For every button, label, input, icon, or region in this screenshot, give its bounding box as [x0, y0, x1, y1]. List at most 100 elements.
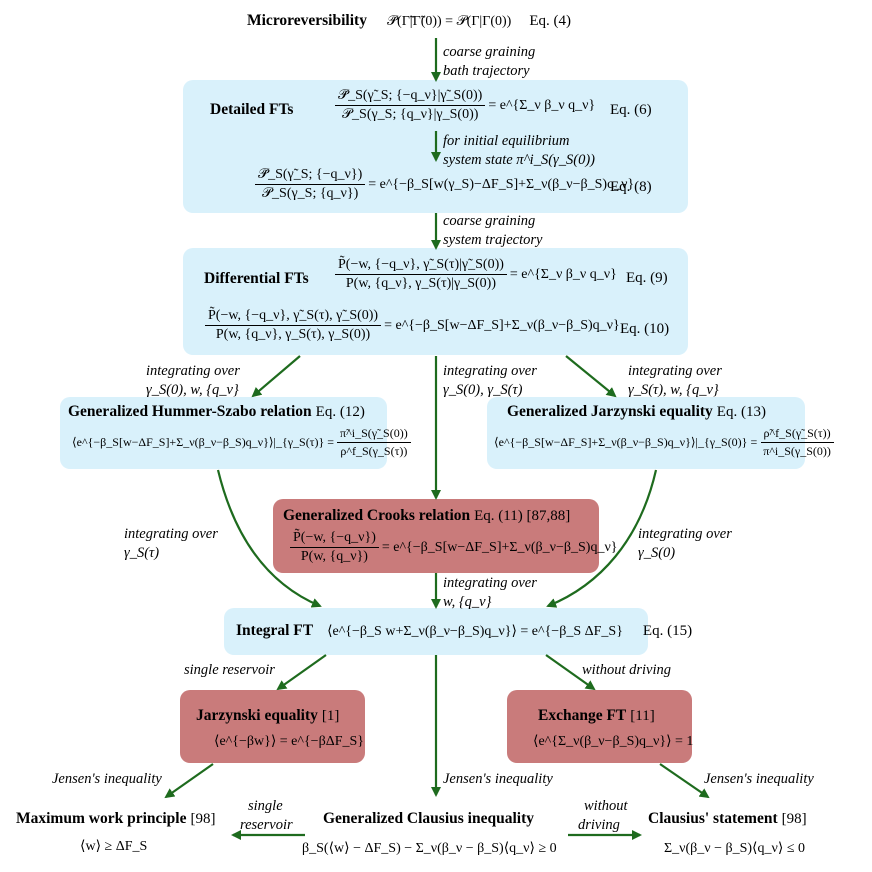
eq8: 𝒫̃_S(γ̃_S; {−q_ν}) 𝒫_S(γ_S; {q_ν}) = e^{… [255, 167, 637, 202]
eq6-fraction: 𝒫̃_S(γ̃_S; {−q_ν}|γ̃_S(0)) 𝒫_S(γ_S; {q_ν… [335, 88, 486, 123]
eq15-math: ⟨e^{−β_S w+Σ_ν(β_ν−β_S)q_ν}⟩ = e^{−β_S Δ… [327, 624, 623, 639]
edge-bottom-without-line2: driving [578, 817, 620, 833]
arrow-jarzgen-to-integral [546, 469, 658, 608]
edge-coarse-bath-line1: coarse graining [443, 44, 536, 60]
eq10-denominator: P(w, {q_ν}, γ_S(τ), γ_S(0)) [215, 327, 371, 342]
eq12-denominator: ρ^f_S(γ_S(τ)) [340, 444, 408, 458]
eq15-ref: Eq. (15) [642, 623, 693, 639]
jarzynski-math: ⟨e^{−βw}⟩ = e^{−βΔF_S} [214, 734, 364, 749]
jensen-mid: Jensen's inequality [443, 771, 553, 787]
arrow-integral-to-jarzynski [276, 654, 327, 691]
eq9-ref: Eq. (9) [626, 270, 668, 286]
eq11-numerator: P̃(−w, {−q_ν}) [290, 530, 379, 548]
eq11-fraction: P̃(−w, {−q_ν}) P(w, {q_ν}) [290, 530, 379, 565]
eq4-ref: Eq. (4) [529, 13, 571, 29]
clausius-gen-math: β_S(⟨w⟩ − ΔF_S) − Σ_ν(β_ν − β_S)⟨q_ν⟩ ≥ … [302, 841, 557, 856]
clausius-gen-title: Generalized Clausius inequality [323, 810, 534, 827]
microreversibility-math: 𝒫̃(Γ̃|Γ̃(0)) = 𝒫(Γ|Γ(0)) [386, 14, 512, 29]
eq8-denominator: 𝒫_S(γ_S; {q_ν}) [261, 186, 359, 201]
microreversibility-title: Microreversibility [247, 12, 367, 29]
crooks-title: Generalized Crooks relation [283, 507, 471, 524]
eq11: P̃(−w, {−q_ν}) P(w, {q_ν}) = e^{−β_S[w−Δ… [290, 530, 621, 565]
generalized-jarzynski-title: Generalized Jarzynski equality [507, 403, 713, 420]
edge-bottom-single-reservoir: single reservoir [240, 797, 293, 835]
eq12: ⟨e^{−β_S[w−ΔF_S]+Σ_ν(β_ν−β_S)q_ν}⟩|_{γ_S… [72, 426, 414, 459]
edge-mid-line1: integrating over [443, 363, 537, 379]
eq9: P̃(−w, {−q_ν}, γ̃_S(τ)|γ̃_S(0)) P(w, {q_… [335, 257, 620, 292]
edge-initial-equilibrium: for initial equilibrium system state π^i… [443, 132, 595, 170]
edge-coarse-system: coarse graining system trajectory [443, 212, 542, 250]
edge-crooks-line2: w, {q_ν} [443, 594, 492, 610]
eq13-lhs: ⟨e^{−β_S[w−ΔF_S]+Σ_ν(β_ν−β_S)q_ν}⟩|_{γ_S… [494, 435, 748, 449]
arrow-diff-to-jarzgen [565, 355, 617, 398]
arrow-integral-to-exchange [545, 654, 596, 691]
clausius-heading: Clausius' statement [98] [648, 810, 807, 828]
eq6: 𝒫̃_S(γ̃_S; {−q_ν}|γ̃_S(0)) 𝒫_S(γ_S; {q_ν… [335, 88, 598, 123]
differential-fts-box [183, 248, 688, 355]
edge-coarse-system-line2: system trajectory [443, 232, 543, 248]
eq12-fraction: π̃^i_S(γ̃_S(0)) ρ^f_S(γ_S(τ)) [337, 426, 411, 459]
edge-left-integrating: integrating over γ_S(0), w, {q_ν} [146, 362, 240, 400]
exchange-ref: [11] [630, 708, 655, 724]
edge-right-integrating: integrating over γ_S(τ), w, {q_ν} [628, 362, 722, 400]
edge-hummer-line1: integrating over [124, 526, 218, 542]
eq13-ref: Eq. (13) [716, 404, 766, 420]
clausius-math: Σ_ν(β_ν − β_S)⟨q_ν⟩ ≤ 0 [664, 841, 805, 856]
eq6-numerator: 𝒫̃_S(γ̃_S; {−q_ν}|γ̃_S(0)) [335, 88, 486, 106]
crooks-box [273, 499, 599, 573]
eq8-rhs: = e^{−β_S[w(γ_S)−ΔF_S]+Σ_ν(β_ν−β_S)q_ν} [368, 176, 635, 192]
eq6-ref: Eq. (6) [610, 102, 652, 118]
edge-left-line2: γ_S(0), w, {q_ν} [146, 382, 239, 398]
edge-initial-equilibrium-line1: for initial equilibrium [443, 133, 570, 149]
eq9-fraction: P̃(−w, {−q_ν}, γ̃_S(τ)|γ̃_S(0)) P(w, {q_… [335, 257, 507, 292]
generalized-jarzynski-box [487, 397, 805, 469]
eq11-ref: Eq. (11) [87,88] [474, 508, 571, 524]
microreversibility-row: Microreversibility 𝒫̃(Γ̃|Γ̃(0)) = 𝒫(Γ|Γ(… [247, 12, 571, 30]
edge-bottom-single-line2: reservoir [240, 817, 293, 833]
edge-initial-equilibrium-line2: system state π^i_S(γ_S(0)) [443, 152, 595, 168]
edge-coarse-bath: coarse graining bath trajectory [443, 43, 535, 81]
hummer-szabo-box [60, 397, 387, 469]
eq13: ⟨e^{−β_S[w−ΔF_S]+Σ_ν(β_ν−β_S)q_ν}⟩|_{γ_S… [494, 426, 837, 459]
eq6-denominator: 𝒫_S(γ_S; {q_ν}|γ_S(0)) [341, 107, 479, 122]
edge-bottom-single-line1: single [248, 798, 283, 814]
hummer-szabo-heading: Generalized Hummer-Szabo relation Eq. (1… [68, 403, 365, 421]
eq9-rhs: = e^{Σ_ν β_ν q_ν} [509, 266, 617, 282]
edge-crooks-line1: integrating over [443, 575, 537, 591]
maxwork-math: ⟨w⟩ ≥ ΔF_S [80, 839, 148, 854]
eq8-numerator: 𝒫̃_S(γ̃_S; {−q_ν}) [255, 167, 366, 185]
eq10: P̃(−w, {−q_ν}, γ̃_S(τ), γ̃_S(0)) P(w, {q… [205, 308, 623, 343]
edge-mid-integrating: integrating over γ_S(0), γ_S(τ) [443, 362, 537, 400]
maxwork-title: Maximum work principle [16, 810, 187, 827]
arrow-exchange-to-clausius [659, 763, 710, 799]
detailed-fts-title: Detailed FTs [210, 101, 294, 118]
eq10-ref: Eq. (10) [620, 321, 670, 337]
eq12-ref: Eq. (12) [315, 404, 365, 420]
edge-without-driving-line1: without driving [582, 662, 672, 678]
clausius-title: Clausius' statement [648, 810, 778, 827]
edge-left-line1: integrating over [146, 363, 240, 379]
exchange-heading: Exchange FT [11] [538, 707, 655, 725]
hummer-szabo-title: Generalized Hummer-Szabo relation [68, 403, 312, 420]
differential-fts-title: Differential FTs [204, 270, 309, 287]
eq6-rhs: = e^{Σ_ν β_ν q_ν} [488, 97, 596, 113]
edge-mid-line2: γ_S(0), γ_S(τ) [443, 382, 523, 398]
edge-hummer-line2: γ_S(τ) [124, 545, 160, 561]
eq11-denominator: P(w, {q_ν}) [300, 549, 368, 564]
edge-single-reservoir: single reservoir [184, 661, 275, 680]
generalized-jarzynski-heading: Generalized Jarzynski equality Eq. (13) [507, 403, 766, 421]
jarzynski-title: Jarzynski equality [196, 707, 318, 724]
eq13-denominator: π^i_S(γ_S(0)) [763, 444, 831, 458]
edge-coarse-bath-line2: bath trajectory [443, 63, 530, 79]
eq10-rhs: = e^{−β_S[w−ΔF_S]+Σ_ν(β_ν−β_S)q_ν} [384, 317, 620, 333]
edge-single-reservoir-line1: single reservoir [184, 662, 275, 678]
edge-right-line2: γ_S(τ), w, {q_ν} [628, 382, 719, 398]
clausius-ref: [98] [781, 811, 807, 827]
edge-without-driving: without driving [582, 661, 671, 680]
crooks-heading: Generalized Crooks relation Eq. (11) [87… [283, 507, 570, 525]
jensen-right: Jensen's inequality [704, 771, 814, 787]
jarzynski-heading: Jarzynski equality [1] [196, 707, 339, 725]
eq9-denominator: P(w, {q_ν}, γ_S(τ)|γ_S(0)) [345, 276, 496, 291]
exchange-ft-box [507, 690, 692, 763]
